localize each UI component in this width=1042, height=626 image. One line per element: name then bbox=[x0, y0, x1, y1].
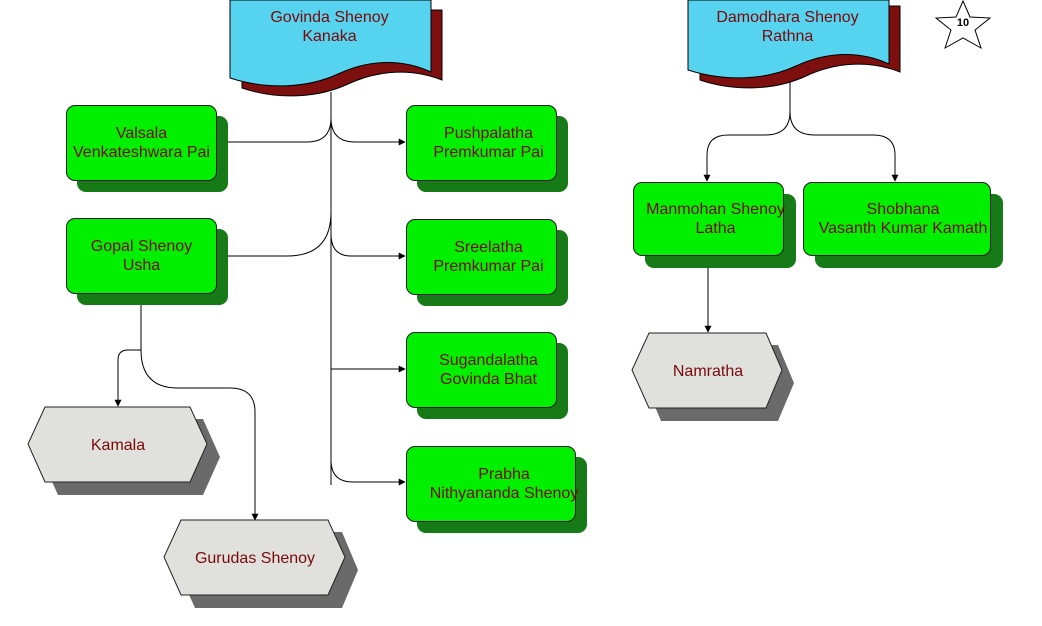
parent-name-damodhara: Damodhara Shenoy bbox=[716, 9, 859, 26]
person-label-shobhana: Shobhana Vasanth Kumar Kamath bbox=[803, 182, 1003, 256]
person-label-pushpalatha: Pushpalatha Premkumar Pai bbox=[406, 105, 571, 181]
person-name: Manmohan Shenoy bbox=[646, 201, 785, 218]
person-box-manmohan bbox=[633, 182, 784, 256]
connector-to-sreelatha bbox=[330, 233, 406, 260]
grandchild-label-kamala: Kamala bbox=[90, 436, 146, 454]
hexagon-namratha bbox=[631, 332, 794, 421]
page-number: 10 bbox=[956, 17, 970, 29]
person-spouse: Venkateshwara Pai bbox=[73, 144, 210, 161]
parent-label-govinda: Govinda Shenoy Kanaka bbox=[228, 6, 431, 48]
person-label-prabha: Prabha Nithyananda Shenoy bbox=[406, 446, 602, 522]
person-spouse: Vasanth Kumar Kamath bbox=[818, 220, 988, 237]
person-label-valsala: Valsala Venkateshwara Pai bbox=[66, 105, 217, 181]
hexagon-kamala bbox=[27, 406, 220, 495]
parent-document-govinda bbox=[229, 0, 443, 97]
parent-spouse-rathna: Rathna bbox=[761, 28, 814, 45]
person-spouse: Nithyananda Shenoy bbox=[429, 485, 579, 502]
connector-to-kamala bbox=[114, 349, 141, 407]
person-name: Sreelatha bbox=[454, 239, 523, 256]
parent-spouse-kanaka: Kanaka bbox=[302, 28, 357, 45]
grandchild-label-namratha: Namratha bbox=[672, 362, 744, 380]
person-spouse: Govinda Bhat bbox=[440, 371, 537, 388]
person-box-valsala bbox=[66, 105, 217, 181]
connector-to-gopal bbox=[218, 211, 332, 260]
grandchild-label-gurudas: Gurudas Shenoy bbox=[194, 549, 316, 567]
parent-name-govinda: Govinda Shenoy bbox=[270, 9, 389, 26]
person-name: Prabha bbox=[478, 466, 530, 483]
connector-to-manmohan bbox=[703, 111, 791, 182]
page-star-icon bbox=[934, 0, 992, 50]
person-box-shobhana bbox=[803, 182, 991, 256]
person-spouse: Premkumar Pai bbox=[433, 144, 544, 161]
parent-label-damodhara: Damodhara Shenoy Rathna bbox=[686, 6, 889, 48]
person-name: Pushpalatha bbox=[444, 125, 533, 142]
connector-to-prabha bbox=[330, 459, 406, 486]
person-spouse: Usha bbox=[122, 257, 161, 274]
person-name: Shobhana bbox=[866, 201, 940, 218]
person-box-sugandalatha bbox=[406, 332, 557, 408]
person-name: Valsala bbox=[115, 125, 168, 142]
person-label-sugandalatha: Sugandalatha Govinda Bhat bbox=[406, 332, 571, 408]
person-name: Gopal Shenoy bbox=[90, 238, 193, 255]
person-label-gopal: Gopal Shenoy Usha bbox=[66, 218, 217, 294]
connector-to-shobhana bbox=[789, 111, 899, 182]
person-box-pushpalatha bbox=[406, 105, 557, 181]
person-box-gopal bbox=[66, 218, 217, 294]
hexagon-gurudas bbox=[163, 519, 358, 608]
person-spouse: Premkumar Pai bbox=[433, 258, 544, 275]
parent-document-damodhara bbox=[687, 0, 901, 89]
connector-to-valsala bbox=[218, 117, 332, 146]
person-label-sreelatha: Sreelatha Premkumar Pai bbox=[406, 219, 571, 295]
person-box-sreelatha bbox=[406, 219, 557, 295]
person-label-manmohan: Manmohan Shenoy Latha bbox=[633, 182, 798, 256]
person-name: Sugandalatha bbox=[439, 352, 538, 369]
connector-to-pushpalatha bbox=[330, 117, 406, 146]
person-box-prabha bbox=[406, 446, 576, 522]
person-spouse: Latha bbox=[695, 220, 736, 237]
connector-to-gurudas bbox=[140, 349, 259, 521]
